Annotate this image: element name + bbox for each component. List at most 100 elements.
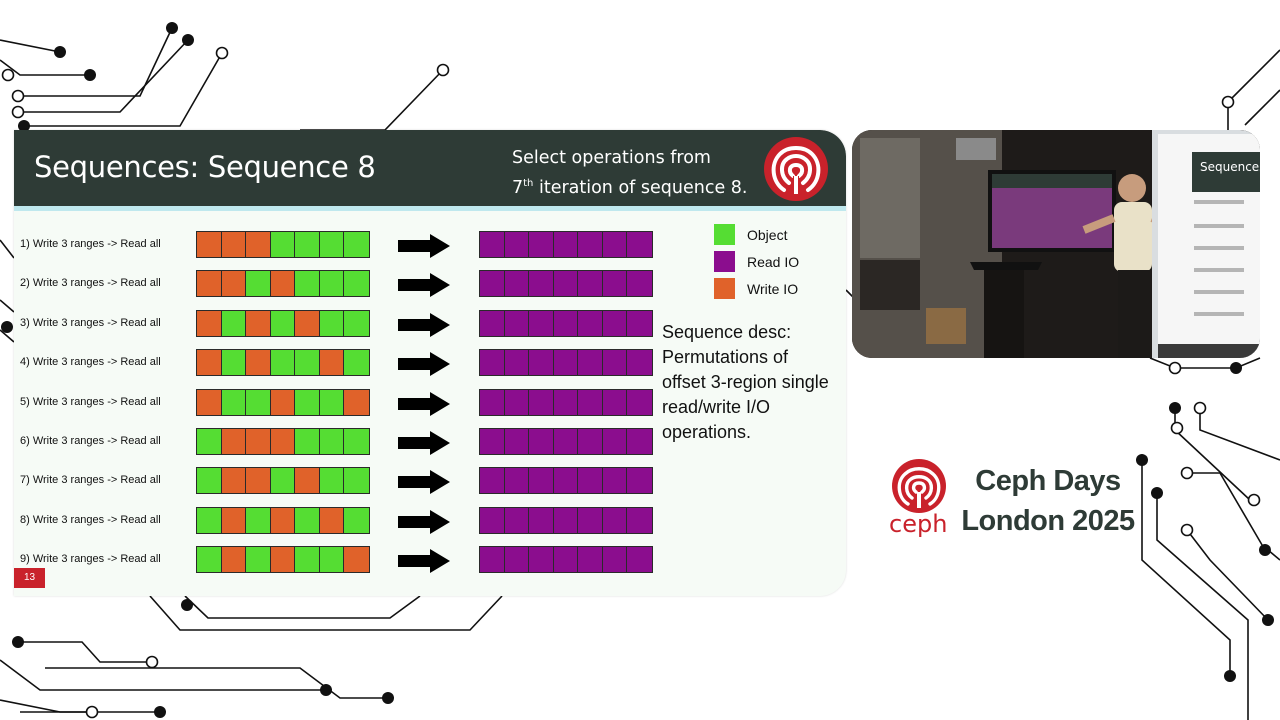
write-io-block xyxy=(270,507,295,533)
legend-label: Write IO xyxy=(747,281,799,297)
arrow-right-icon xyxy=(398,470,450,495)
slide-subtitle-sup: th xyxy=(523,178,534,189)
read-io-block xyxy=(553,547,578,573)
write-io-block xyxy=(246,310,271,336)
read-io-block xyxy=(627,507,652,533)
read-io-block xyxy=(578,547,603,573)
read-io-block xyxy=(504,389,529,415)
read-io-block xyxy=(480,310,505,336)
page-number: 13 xyxy=(14,568,45,588)
sequence-row: 3) Write 3 ranges -> Read all xyxy=(14,309,846,338)
object-block xyxy=(295,350,320,376)
read-io-block xyxy=(504,310,529,336)
read-io-block xyxy=(602,271,627,297)
write-io-block xyxy=(270,389,295,415)
write-io-block xyxy=(319,350,344,376)
object-block xyxy=(319,232,344,257)
read-io-block xyxy=(504,547,529,573)
read-io-block xyxy=(602,507,627,533)
video-screen-title: Sequences: xyxy=(1200,160,1260,174)
object-block xyxy=(295,547,320,573)
event-name-line2: London 2025 xyxy=(961,505,1135,537)
read-io-block xyxy=(602,310,627,336)
read-io-block xyxy=(480,507,505,533)
object-block xyxy=(319,429,344,454)
object-block xyxy=(221,350,246,376)
block-strip-before xyxy=(196,349,370,377)
ceph-logo-icon xyxy=(764,137,828,201)
write-io-block xyxy=(221,232,246,257)
sequence-row: 5) Write 3 ranges -> Read all xyxy=(14,388,846,417)
sequence-row: 1) Write 3 ranges -> Read all xyxy=(14,231,846,259)
write-io-block xyxy=(197,389,222,415)
read-io-block xyxy=(480,232,505,257)
object-block xyxy=(197,507,222,533)
object-block xyxy=(295,507,320,533)
sequence-description: Sequence desc: Permutations of offset 3-… xyxy=(662,322,829,442)
write-io-block xyxy=(295,310,320,336)
write-io-block xyxy=(221,547,246,573)
object-block xyxy=(246,271,271,297)
write-io-block xyxy=(221,507,246,533)
object-block xyxy=(344,468,369,494)
write-io-block xyxy=(221,468,246,494)
block-strip-before xyxy=(196,231,370,258)
read-io-block xyxy=(553,429,578,454)
read-io-block xyxy=(480,547,505,573)
slide-subtitle-line1: Select operations from xyxy=(512,148,711,168)
legend-label: Read IO xyxy=(747,254,800,270)
block-strip-before xyxy=(196,467,370,495)
read-io-block xyxy=(553,468,578,494)
object-block xyxy=(319,389,344,415)
read-io-block xyxy=(627,232,652,257)
event-name-line1: Ceph Days xyxy=(975,465,1121,497)
block-strip-after xyxy=(479,546,653,574)
row-label: 9) Write 3 ranges -> Read all xyxy=(20,553,161,566)
object-block xyxy=(246,389,271,415)
slide-title: Sequences: Sequence 8 xyxy=(34,150,376,184)
block-strip-before xyxy=(196,388,370,416)
read-io-block xyxy=(480,429,505,454)
write-io-block xyxy=(246,232,271,257)
speaker-video: Sequences: xyxy=(852,130,1260,358)
arrow-right-icon xyxy=(398,549,450,574)
arrow-right-icon xyxy=(398,509,450,534)
block-strip-after xyxy=(479,231,653,258)
object-block xyxy=(319,271,344,297)
object-block xyxy=(197,468,222,494)
object-block xyxy=(344,507,369,533)
object-block xyxy=(344,271,369,297)
read-io-block xyxy=(504,350,529,376)
object-block xyxy=(270,310,295,336)
write-io-block xyxy=(246,429,271,454)
read-io-block xyxy=(602,429,627,454)
legend-swatch xyxy=(714,251,735,272)
read-io-block xyxy=(504,271,529,297)
sequence-row: 4) Write 3 ranges -> Read all xyxy=(14,349,846,377)
read-io-block xyxy=(553,271,578,297)
write-io-block xyxy=(246,350,271,376)
read-io-block xyxy=(627,389,652,415)
row-label: 1) Write 3 ranges -> Read all xyxy=(20,238,161,250)
block-strip-after xyxy=(479,467,653,495)
block-strip-before xyxy=(196,270,370,298)
row-label: 8) Write 3 ranges -> Read all xyxy=(20,513,161,526)
read-io-block xyxy=(504,468,529,494)
slide-subtitle: Select operations from 7th iteration of … xyxy=(512,146,747,201)
write-io-block xyxy=(270,271,295,297)
object-block xyxy=(270,468,295,494)
slide-header: Sequences: Sequence 8 Select operations … xyxy=(14,130,846,206)
block-strip-after xyxy=(479,428,653,455)
write-io-block xyxy=(221,271,246,297)
read-io-block xyxy=(578,350,603,376)
row-label: 5) Write 3 ranges -> Read all xyxy=(20,395,161,408)
read-io-block xyxy=(578,232,603,257)
read-io-block xyxy=(529,232,554,257)
read-io-block xyxy=(627,350,652,376)
sequence-row: 8) Write 3 ranges -> Read all xyxy=(14,506,846,535)
read-io-block xyxy=(529,350,554,376)
object-block xyxy=(319,468,344,494)
object-block xyxy=(221,310,246,336)
read-io-block xyxy=(553,350,578,376)
arrow-right-icon xyxy=(398,312,450,337)
